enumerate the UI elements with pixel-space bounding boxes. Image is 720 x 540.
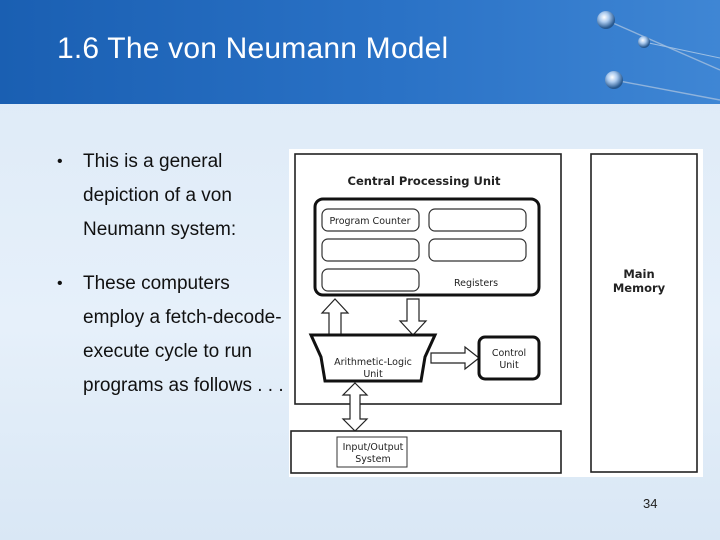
io-system-label-line2: System [355,454,390,465]
registers-label: Registers [454,278,498,289]
bullet-item: • This is a general depiction of a von N… [57,145,287,247]
control-unit-label-line2: Unit [499,360,519,371]
bullet-text: This is a general depiction of a von Neu… [83,151,237,240]
program-counter-label: Program Counter [329,216,410,227]
bullet-item: • These computers employ a fetch-decode-… [57,267,287,403]
page-number: 34 [643,496,658,511]
main-memory-box [590,153,698,473]
alu-control-arrow [430,345,480,371]
cpu-label: Central Processing Unit [348,174,501,188]
io-system-box [290,430,562,474]
register [321,238,420,262]
alu-shape [308,333,438,383]
alu-label-line2: Unit [363,369,383,380]
register [321,268,420,292]
title-bar: 1.6 The von Neumann Model [0,0,720,104]
decorative-pins-icon [597,11,720,101]
bullet-list: • This is a general depiction of a von N… [57,145,287,403]
alu-register-arrow-right [398,298,428,336]
program-counter-register [321,208,420,232]
control-unit-box [477,335,541,381]
main-memory-label-line2: Memory [613,281,666,295]
io-system-inner-box [336,436,408,468]
bullet-text: These computers employ a fetch-decode-ex… [83,273,284,396]
alu-label-line1: Arithmetic-Logic [334,357,412,368]
control-unit-label-line1: Control [492,348,526,359]
slide-title: 1.6 The von Neumann Model [57,32,449,65]
alu-register-arrow-left [320,298,350,336]
main-memory-label-line1: Main [623,267,654,281]
von-neumann-diagram: Central Processing Unit Program Counter … [289,149,703,477]
bullet-dot-icon: • [57,153,63,170]
register [428,238,527,262]
register [428,208,527,232]
io-system-label-line1: Input/Output [343,442,404,453]
bullet-dot-icon: • [57,275,63,292]
